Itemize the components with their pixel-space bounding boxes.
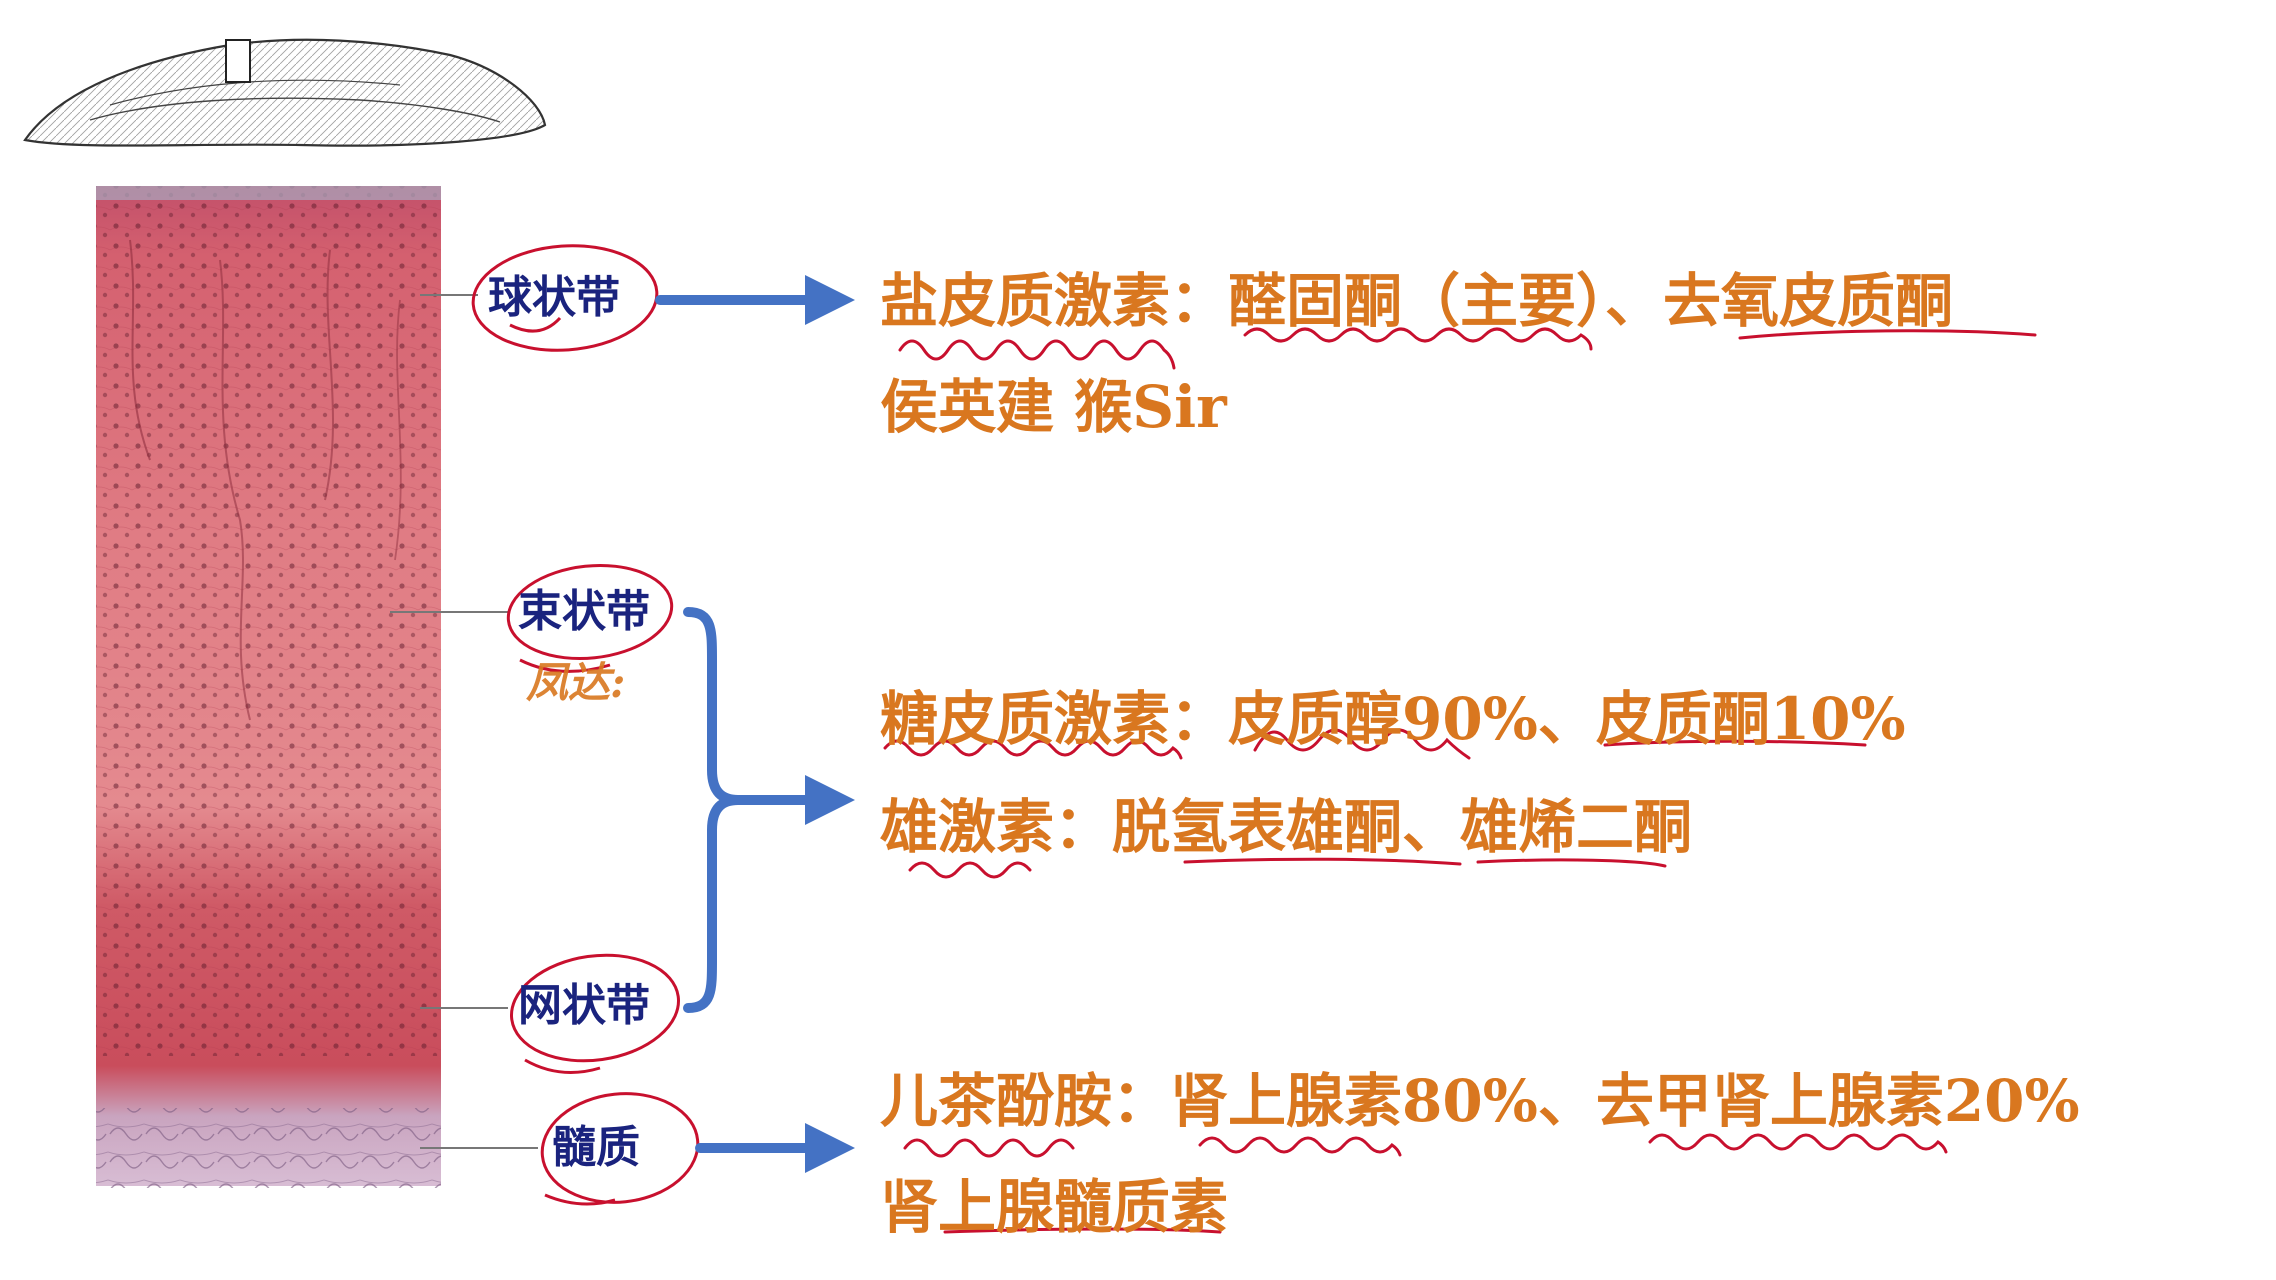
zone-label-fasciculata: 束状带 bbox=[518, 586, 650, 637]
handwritten-note: 凤达: bbox=[526, 658, 626, 707]
handwritten-circles bbox=[471, 244, 700, 1206]
mineralocorticoid-text: 盐皮质激素：醛固酮（主要）、去氧皮质酮 bbox=[880, 267, 1954, 335]
mineralocorticoid-mnemonic: 侯英建 猴Sir bbox=[880, 373, 1227, 441]
catecholamine-text: 儿茶酚胺：肾上腺素80%、去甲肾上腺素20% bbox=[880, 1067, 2080, 1135]
gland-outline-sketch bbox=[23, 38, 547, 147]
adrenomedullin-text: 肾上腺髓质素 bbox=[880, 1173, 1229, 1241]
androgen-text: 雄激素：脱氢表雄酮、雄烯二酮 bbox=[880, 793, 1693, 861]
zone-label-reticularis: 网状带 bbox=[518, 980, 650, 1031]
brace-fasciculata-reticularis bbox=[683, 607, 739, 1013]
arrows bbox=[655, 275, 855, 1173]
cortex-section bbox=[96, 186, 441, 1188]
zone-label-glomerulosa: 球状带 bbox=[488, 272, 620, 323]
glucocorticoid-text: 糖皮质激素：皮质醇90%、皮质酮10% bbox=[880, 685, 1906, 753]
zone-label-medulla: 髓质 bbox=[552, 1122, 640, 1173]
zone-leader-lines bbox=[390, 294, 538, 1149]
hormone-underlines bbox=[883, 327, 2037, 1234]
